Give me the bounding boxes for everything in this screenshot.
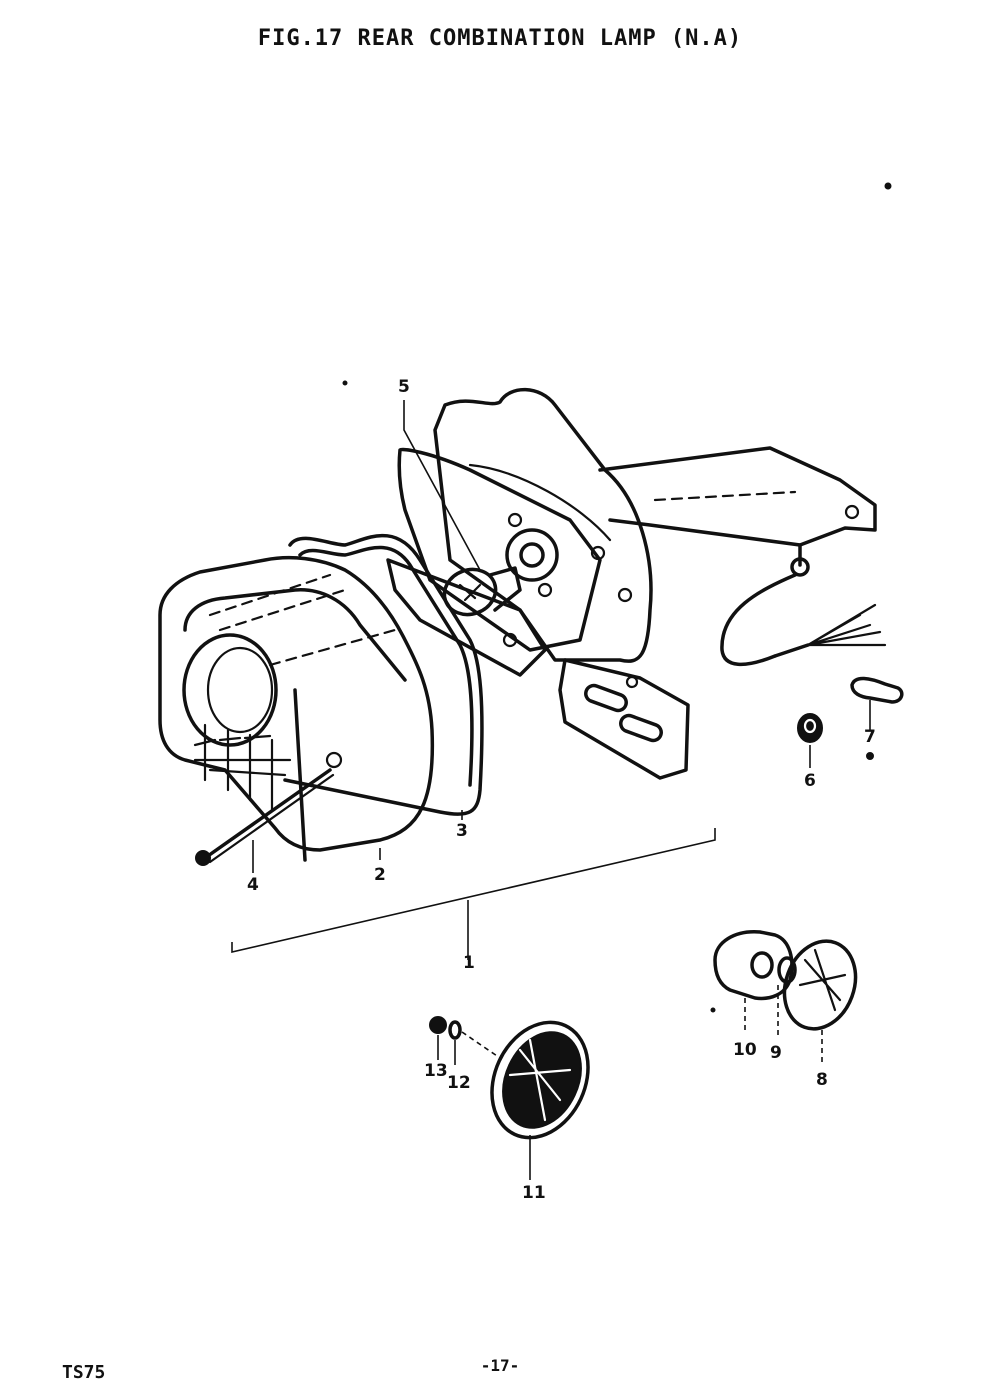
model-code: TS75 bbox=[62, 1362, 106, 1383]
callout-6: 6 bbox=[804, 771, 816, 791]
nut-and-washer bbox=[797, 676, 904, 760]
callout-1: 1 bbox=[463, 953, 475, 973]
callout-8: 8 bbox=[816, 1070, 828, 1090]
side-reflector-assembly bbox=[713, 930, 858, 1031]
callout-2: 2 bbox=[374, 865, 386, 885]
gasket bbox=[283, 533, 484, 816]
scan-speck bbox=[710, 1007, 716, 1013]
figure-title: FIG.17 REAR COMBINATION LAMP (N.A) bbox=[257, 26, 743, 51]
callout-10: 10 bbox=[733, 1040, 757, 1060]
reflector-fasteners bbox=[429, 1016, 462, 1040]
bulb bbox=[442, 566, 522, 617]
callout-9: 9 bbox=[770, 1043, 782, 1063]
scan-speck bbox=[342, 380, 348, 386]
leader-lines bbox=[252, 400, 871, 1180]
callout-labels: 1 2 3 4 5 6 7 8 9 10 11 12 13 bbox=[247, 377, 876, 1203]
scan-speck bbox=[884, 182, 892, 190]
callout-13: 13 bbox=[424, 1061, 448, 1081]
callout-12: 12 bbox=[447, 1073, 471, 1093]
rear-reflector bbox=[490, 1020, 590, 1140]
callout-4: 4 bbox=[247, 875, 259, 895]
page-number: -17- bbox=[480, 1356, 520, 1375]
callout-5: 5 bbox=[398, 377, 410, 397]
callout-3: 3 bbox=[456, 821, 468, 841]
lamp-base-housing bbox=[386, 387, 653, 677]
license-bracket bbox=[558, 658, 690, 780]
assembly-bracket-line bbox=[231, 828, 716, 954]
lamp-lens bbox=[158, 555, 435, 862]
lamp-bracket bbox=[598, 446, 887, 667]
callout-7: 7 bbox=[864, 727, 876, 747]
lens-screw bbox=[195, 768, 335, 866]
callout-11: 11 bbox=[522, 1183, 546, 1203]
